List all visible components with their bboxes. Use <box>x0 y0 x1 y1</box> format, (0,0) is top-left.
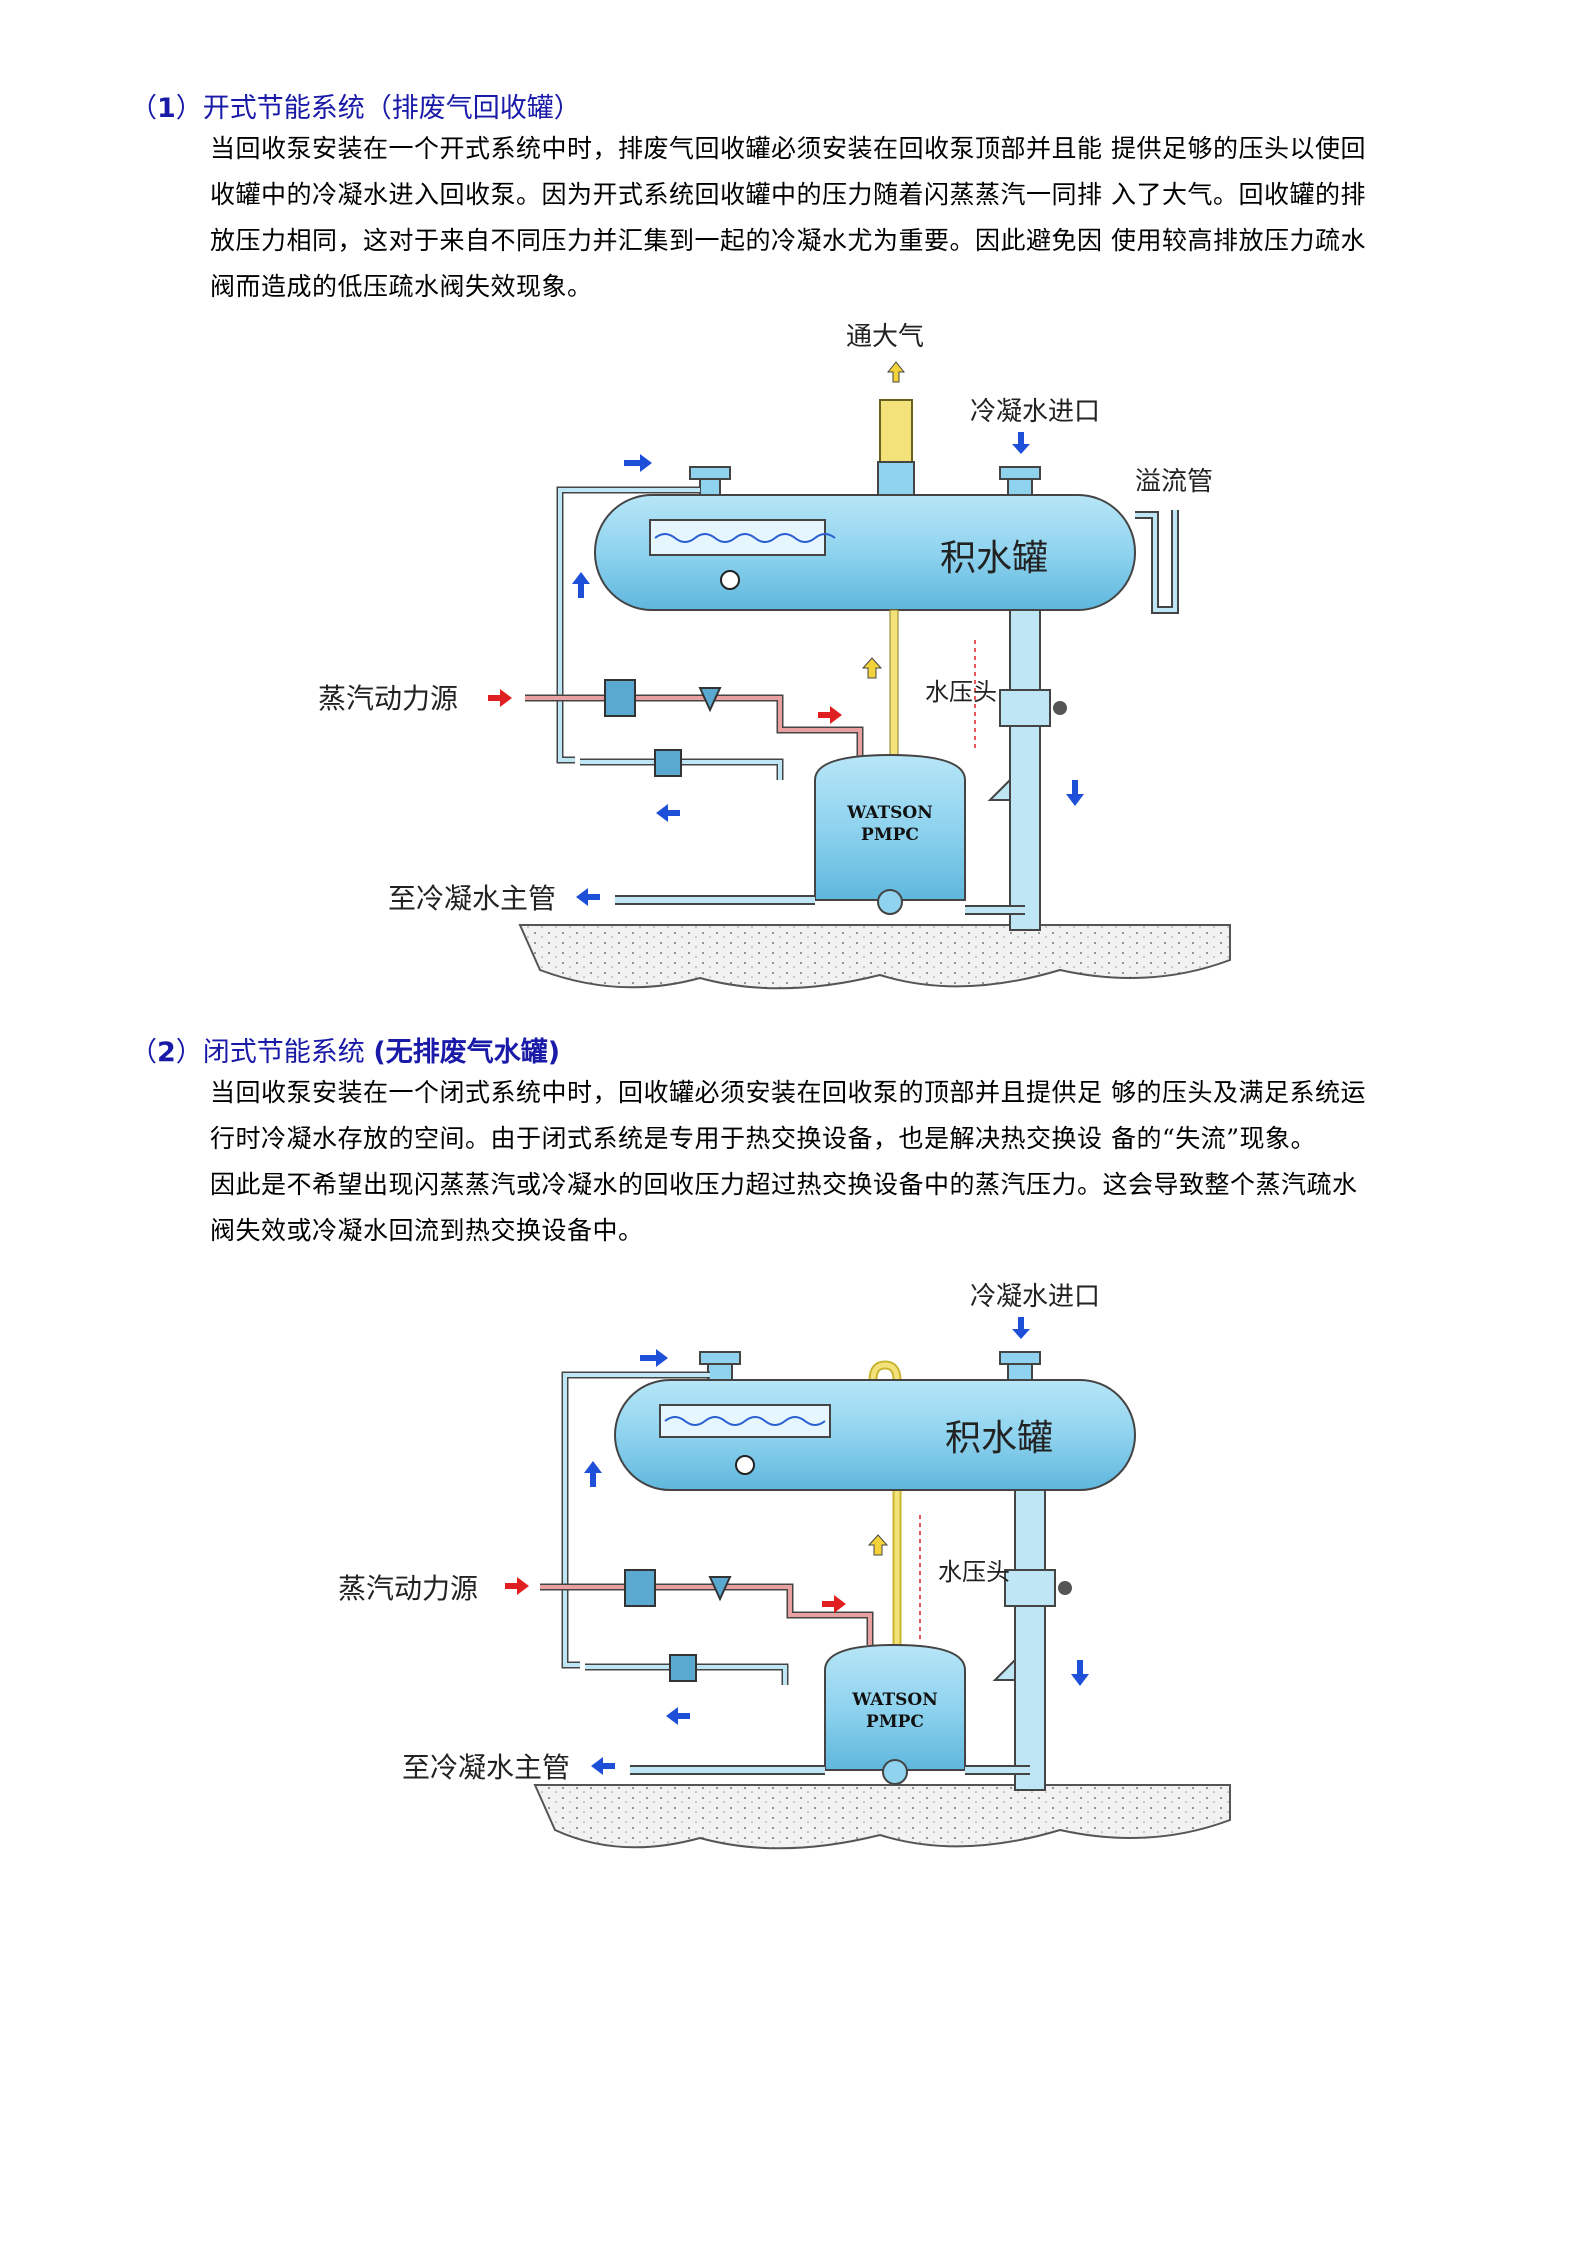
section1-paragraph: 当回收泵安装在一个开式系统中时，排废气回收罐必须安装在回收泵顶部并且能 提供足够… <box>210 126 1500 310</box>
open-system-diagram: 通大气 冷凝水进口 积水罐 溢流管 水压头 蒸汽动力源 WATSON PMPC <box>318 322 1231 990</box>
pump-vent-line <box>889 609 899 761</box>
vent-arrow-icon <box>886 361 906 383</box>
steam-arrow-icon <box>822 1595 846 1613</box>
strainer-icon <box>698 687 722 713</box>
head-label: 水压头 <box>938 1558 1010 1586</box>
bypass-pipe-inner <box>558 488 700 762</box>
sight-glass <box>649 519 826 556</box>
section1-number: 1 <box>157 93 176 124</box>
pump-brand: WATSON <box>846 803 933 823</box>
check-valve-icon <box>992 1657 1016 1681</box>
steam-arrow-icon <box>488 689 512 707</box>
inlet-label: 冷凝水进口 <box>970 1282 1100 1312</box>
section1-line: 放压力相同，这对于来自不同压力并汇集到一起的冷凝水尤为重要。因此避免因 使用较高… <box>210 226 1366 255</box>
section2-line: 阀失效或冷凝水回流到热交换设备中。 <box>210 1216 644 1245</box>
exhaust-arrow-icon <box>656 804 680 822</box>
pressure-gauge-icon <box>720 570 740 590</box>
down-arrow-icon <box>1071 1660 1089 1686</box>
pump-model: PMPC <box>861 825 919 845</box>
steam-pipe-inner <box>540 1585 872 1645</box>
steam-source-label: 蒸汽动力源 <box>318 682 458 715</box>
section2-paragraph: 当回收泵安装在一个闭式系统中时，回收罐必须安装在回收泵的顶部并且提供足 够的压头… <box>210 1070 1500 1254</box>
pump-brand: WATSON <box>851 1690 938 1710</box>
pump-base-icon <box>877 889 903 915</box>
section1-line: 收罐中的冷凝水进入回收泵。因为开式系统回收罐中的压力随着闪蒸蒸汽一同排 入了大气… <box>210 180 1366 209</box>
tank-label: 积水罐 <box>940 538 1048 579</box>
discharge-pipe-inner <box>615 897 1025 913</box>
exhaust-pipe-inner <box>585 1665 787 1685</box>
vent-label: 通大气 <box>846 322 924 352</box>
section1-title: 开式节能系统（排废气回收罐） <box>202 93 581 124</box>
ground-slab <box>518 924 1231 990</box>
overflow-pipe-inner <box>1135 510 1177 612</box>
outlet-label: 至冷凝水主管 <box>402 1751 570 1784</box>
tank-nozzle <box>699 1351 741 1365</box>
section1-line: 阀而造成的低压疏水阀失效现象。 <box>210 272 593 301</box>
outlet-valve <box>1004 1569 1056 1607</box>
section1-line: 当回收泵安装在一个开式系统中时，排废气回收罐必须安装在回收泵顶部并且能 提供足够… <box>210 134 1366 163</box>
sight-glass-water <box>654 533 836 543</box>
section2-title-paren: (无排废气水罐) <box>373 1037 561 1068</box>
outlet-label: 至冷凝水主管 <box>388 882 556 915</box>
sight-glass <box>659 1404 831 1438</box>
steam-valve <box>624 1569 656 1607</box>
section1-heading: （1）开式节能系统（排废气回收罐） <box>130 86 581 125</box>
flow-arrow-icon <box>572 572 590 598</box>
check-valve-icon <box>987 777 1011 801</box>
exhaust-valve <box>669 1654 697 1682</box>
section2-line: 当回收泵安装在一个闭式系统中时，回收罐必须安装在回收泵的顶部并且提供足 够的压头… <box>210 1078 1366 1107</box>
outlet-leg <box>1009 609 1041 931</box>
tank-nozzle <box>999 1351 1041 1365</box>
exhaust-arrow-icon <box>666 1707 690 1725</box>
flow-arrow-icon <box>640 1349 668 1367</box>
steam-valve <box>604 679 636 717</box>
exhaust-pipe-inner <box>580 760 782 780</box>
steam-source-label: 蒸汽动力源 <box>338 1572 478 1605</box>
valve-handle-icon <box>1058 1581 1072 1595</box>
flow-arrow-icon <box>584 1461 602 1487</box>
steam-arrow-icon <box>505 1577 529 1595</box>
outlet-valve <box>999 689 1051 727</box>
vent-pipe <box>879 399 913 463</box>
section2-number: 2 <box>157 1037 176 1068</box>
down-arrow-icon <box>1066 780 1084 806</box>
outlet-leg <box>1014 1489 1046 1791</box>
inlet-arrow-icon <box>1012 432 1030 454</box>
tank-nozzle <box>689 466 731 480</box>
inlet-arrow-icon <box>1012 1317 1030 1339</box>
watson-pump <box>824 1643 966 1771</box>
section2-title: 闭式节能系统 <box>202 1037 374 1068</box>
bypass-pipe-inner <box>563 1373 710 1667</box>
section2-heading: （2）闭式节能系统 (无排废气水罐) <box>130 1030 560 1069</box>
section1-open-paren: （ <box>130 93 157 124</box>
sight-glass-water <box>664 1416 826 1426</box>
up-arrow-icon <box>867 1534 889 1556</box>
ground-slab <box>533 1784 1231 1850</box>
exhaust-valve <box>654 749 682 777</box>
pressure-gauge-icon <box>735 1455 755 1475</box>
tank-nozzle <box>999 466 1041 480</box>
pump-base-icon <box>882 1759 908 1785</box>
strainer-icon <box>708 1576 732 1602</box>
valve-handle-icon <box>1053 701 1067 715</box>
outlet-arrow-icon <box>576 888 600 906</box>
section2-open-paren: （ <box>130 1037 157 1068</box>
pump-model: PMPC <box>866 1712 924 1732</box>
section1-close-paren: ） <box>175 93 203 124</box>
head-label: 水压头 <box>925 678 997 706</box>
inlet-label: 冷凝水进口 <box>970 397 1100 427</box>
section2-line: 行时冷凝水存放的空间。由于闭式系统是专用于热交换设备，也是解决热交换设 备的“失… <box>210 1124 1317 1153</box>
section2-close-paren: ） <box>175 1037 203 1068</box>
steam-arrow-icon <box>818 706 842 724</box>
closed-system-diagram: 冷凝水进口 积水罐 水压头 蒸汽动力源 WATSON PMPC 至冷凝水主管 <box>338 1282 1231 1850</box>
tank-label: 积水罐 <box>945 1418 1053 1459</box>
steam-pipe-inner <box>525 696 862 760</box>
flow-arrow-icon <box>624 454 652 472</box>
section2-line: 因此是不希望出现闪蒸蒸汽或冷凝水的回收压力超过热交换设备中的蒸汽压力。这会导致整… <box>210 1170 1358 1199</box>
overflow-label: 溢流管 <box>1135 467 1213 497</box>
watson-pump <box>814 753 966 901</box>
balance-pipe-inner <box>870 1362 900 1645</box>
up-arrow-icon <box>861 657 883 679</box>
outlet-arrow-icon <box>591 1757 615 1775</box>
